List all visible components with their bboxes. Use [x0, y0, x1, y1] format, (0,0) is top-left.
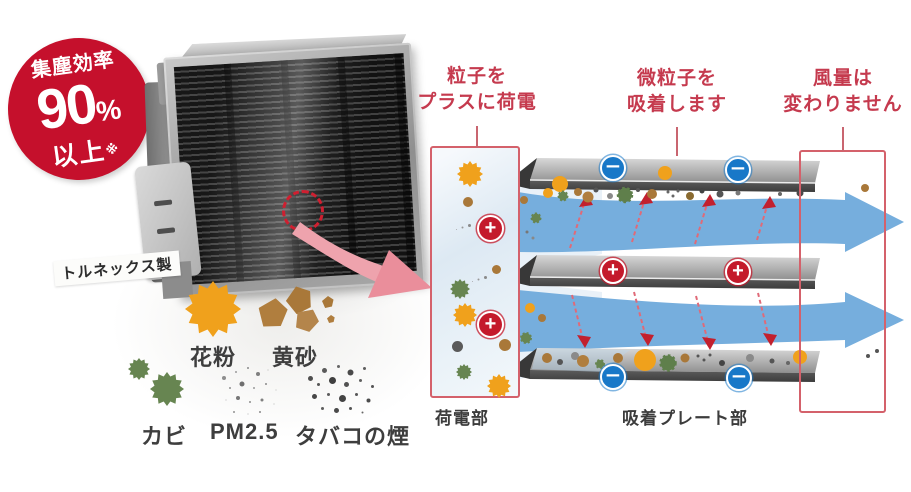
sand-label: 黄砂: [272, 345, 319, 370]
reference-mark: ※: [104, 140, 120, 158]
mold-particle-small: [128, 358, 150, 380]
pollen-label: 花粉: [190, 345, 237, 370]
minus-electrode-badge: −: [725, 157, 751, 183]
minus-electrode-badge: −: [600, 364, 626, 390]
efficiency-badge: 集塵効率 90% 以上※: [0, 28, 160, 190]
callout-connector: [476, 126, 478, 148]
charge-arrows-up: [569, 201, 768, 249]
zoom-arrow: [292, 222, 432, 298]
callout-airflow: 風量は 変わりません: [783, 68, 903, 115]
airflow-arrow-top: [518, 192, 904, 253]
charge-arrows-down: [571, 291, 769, 339]
smoke-particles: [308, 376, 313, 381]
charged-mold: [450, 279, 470, 299]
adsorption-section-label: 吸着プレート部: [622, 409, 748, 428]
pm25-label: PM2.5: [210, 419, 279, 444]
plus-electrode-badge: +: [725, 259, 751, 285]
captured-particles-bottom: [542, 349, 879, 372]
sand-particles: [258, 284, 344, 342]
callout-charge: 粒子を プラスに荷電: [417, 66, 537, 113]
smoke-label: タバコの煙: [295, 424, 411, 449]
badge-bottom-text: 以上※: [50, 136, 120, 172]
charge-arrowheads-down: [577, 333, 777, 350]
plus-charge-badge: +: [477, 215, 504, 242]
minus-electrode-badge: −: [726, 365, 752, 391]
airflow-section-box: [799, 150, 886, 413]
charging-section-label: 荷電部: [435, 409, 489, 428]
ion-trail: [468, 224, 471, 227]
callout-adsorb: 微粒子を 吸着します: [626, 68, 727, 115]
badge-value: 90%: [32, 71, 124, 142]
mold-label: カビ: [141, 424, 188, 449]
minus-electrode-badge: −: [600, 155, 626, 181]
zoom-arrow-band: [292, 222, 390, 284]
plate-middle: [517, 255, 820, 289]
zoom-arrow-head: [368, 250, 432, 298]
charged-pollen: [457, 161, 483, 187]
captured-particles-top: [543, 166, 869, 204]
plus-electrode-badge: +: [600, 258, 626, 284]
pm25-particles: [222, 376, 226, 380]
plus-charge-badge: +: [477, 311, 504, 338]
callout-connector: [842, 127, 844, 151]
airflow-arrow-bottom: [518, 290, 904, 352]
charging-section-box: + +: [430, 146, 520, 398]
callout-connector: [676, 127, 678, 156]
charged-sand: [463, 197, 473, 207]
